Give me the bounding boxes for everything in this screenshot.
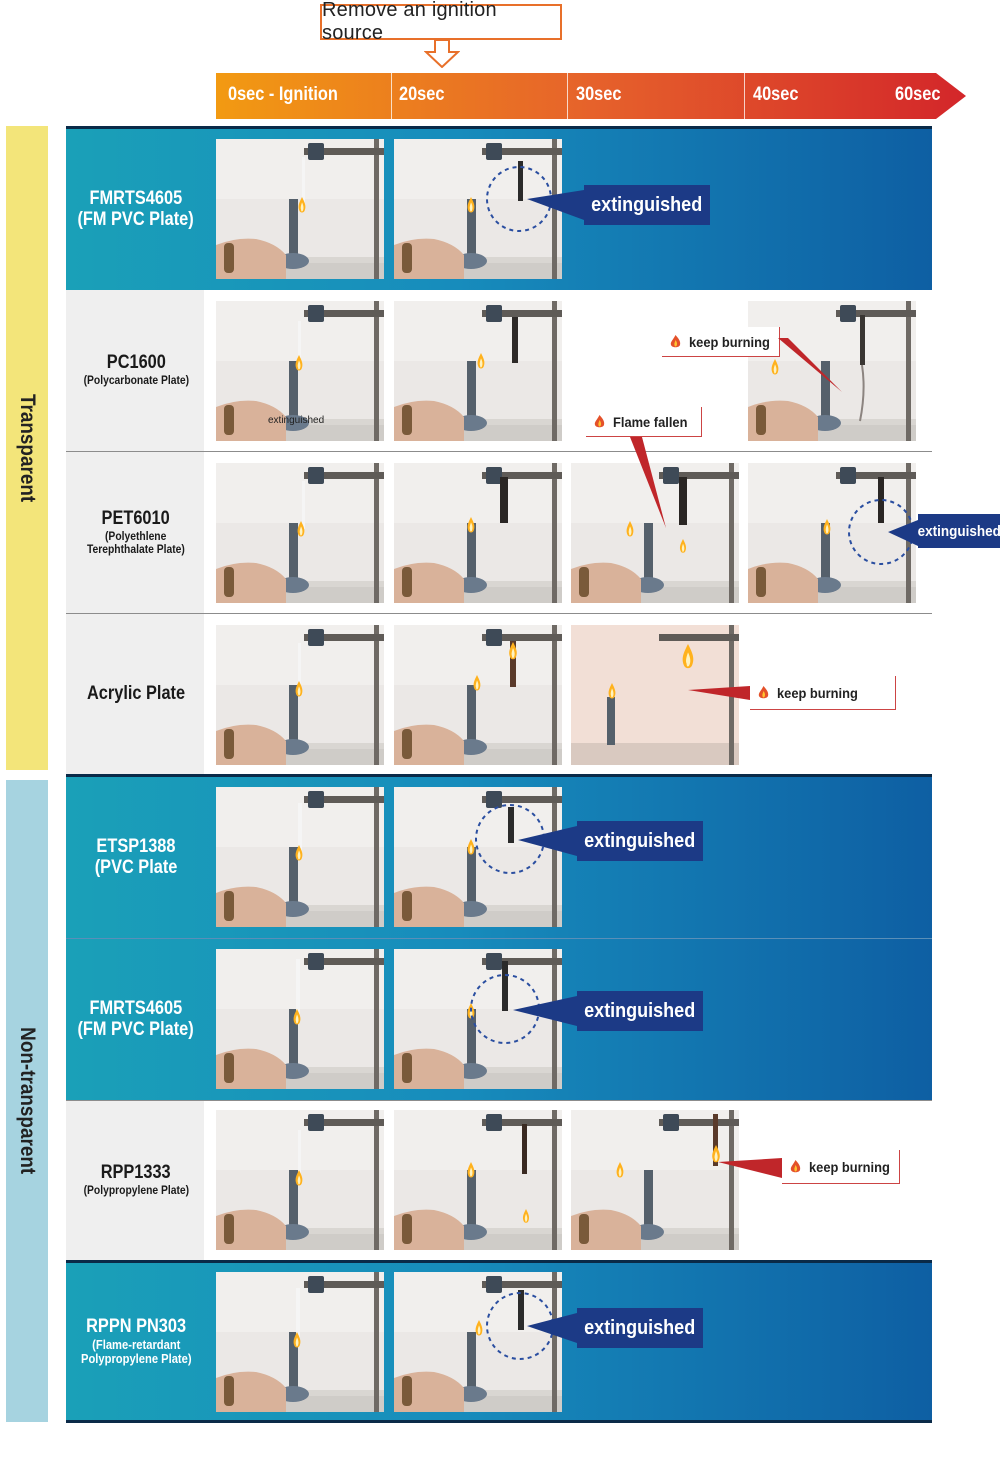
- test-photo: [216, 139, 384, 279]
- down-arrow-icon: [424, 40, 460, 68]
- group-label-non-transparent: Non-transparent: [16, 1027, 39, 1175]
- material-name: RPPN PN303 (Flame-retardant Polypropylen…: [66, 1263, 206, 1420]
- test-photo: [394, 1110, 562, 1250]
- material-code: Acrylic Plate: [86, 682, 186, 704]
- test-photo: [571, 463, 739, 603]
- material-type: (FM PVC Plate): [77, 208, 195, 230]
- group-band-transparent: Transparent: [6, 126, 48, 770]
- material-type: (Polyethlene: [105, 528, 167, 543]
- test-photo: [748, 463, 916, 603]
- test-photo: [216, 787, 384, 927]
- material-type-line2: Terephthalate Plate): [87, 541, 185, 556]
- callout-keep-burning: keep burning: [782, 1150, 900, 1184]
- material-type: (Polycarbonate Plate): [83, 373, 189, 388]
- material-type: (PVC Plate: [94, 856, 178, 878]
- test-photo: [394, 625, 562, 765]
- timeline-label-20sec: 20sec: [399, 84, 445, 105]
- material-code: RPP1333: [101, 1162, 171, 1184]
- result-text: extinguished: [584, 1316, 696, 1339]
- test-photo: [216, 1110, 384, 1250]
- material-type: (Polypropylene Plate): [83, 1183, 189, 1198]
- material-name: FMRTS4605 (FM PVC Plate): [66, 129, 206, 290]
- timeline-bar: 0sec - Ignition 20sec 30sec 40sec 60sec: [216, 73, 966, 119]
- test-photo: [394, 301, 562, 441]
- test-photo: [571, 1110, 739, 1250]
- result-extinguished-label: extinguished: [577, 821, 703, 861]
- callout-text: keep burning: [809, 1158, 890, 1175]
- material-code: FMRTS4605: [89, 997, 183, 1019]
- test-photo: [571, 625, 739, 765]
- test-photo: [216, 625, 384, 765]
- timeline-label-0sec: 0sec - Ignition: [228, 84, 338, 105]
- callout-text: keep burning: [777, 684, 858, 701]
- material-name: RPP1333 (Polypropylene Plate): [66, 1101, 206, 1260]
- fire-icon: [758, 686, 769, 700]
- result-text: extinguished: [917, 522, 1000, 540]
- test-photo: [216, 463, 384, 603]
- material-type: (FM PVC Plate): [77, 1018, 195, 1040]
- material-code: ETSP1388: [96, 835, 176, 857]
- material-code: PC1600: [106, 352, 166, 374]
- material-name: PC1600 (Polycarbonate Plate): [66, 290, 206, 451]
- result-extinguished-label: extinguished: [577, 1308, 703, 1348]
- material-code: FMRTS4605: [89, 187, 183, 209]
- group-band-non-transparent: Non-transparent: [6, 780, 48, 1422]
- test-photo: [394, 1272, 562, 1412]
- material-code: PET6010: [101, 507, 171, 529]
- timeline-divider: [744, 73, 745, 119]
- material-type: (Flame-retardant: [91, 1336, 181, 1352]
- timeline-divider: [391, 73, 392, 119]
- timeline-arrow-shape: [216, 73, 966, 119]
- result-text: extinguished: [584, 999, 696, 1022]
- callout-flame-fallen: Flame fallen: [586, 407, 702, 437]
- material-name: FMRTS4605 (FM PVC Plate): [66, 939, 206, 1100]
- result-extinguished-label: extinguished: [917, 514, 1000, 548]
- result-text: extinguished: [584, 829, 696, 852]
- photo-caption: extinguished: [268, 415, 325, 426]
- timeline-label-60sec: 60sec: [895, 84, 941, 105]
- test-photo: [394, 949, 562, 1089]
- fire-icon: [594, 415, 605, 429]
- timeline-divider: [567, 73, 568, 119]
- callout-keep-burning: keep burning: [662, 327, 780, 357]
- callout-text: Flame fallen: [613, 413, 688, 430]
- group-label-transparent: Transparent: [16, 393, 39, 503]
- result-text: extinguished: [591, 193, 703, 216]
- test-photo: [394, 787, 562, 927]
- remove-ignition-source-text: Remove an ignition source: [322, 0, 497, 44]
- test-photo: [216, 949, 384, 1089]
- test-photo: [748, 301, 916, 441]
- material-name: PET6010 (Polyethlene Terephthalate Plate…: [66, 452, 206, 613]
- test-photo: [216, 1272, 384, 1412]
- test-photo: extinguished: [216, 301, 384, 441]
- result-extinguished-label: extinguished: [577, 991, 703, 1031]
- timeline-label-30sec: 30sec: [576, 84, 622, 105]
- callout-keep-burning: keep burning: [750, 676, 896, 710]
- material-name: ETSP1388 (PVC Plate: [66, 777, 206, 938]
- material-name: Acrylic Plate: [66, 614, 206, 774]
- test-photo: [394, 463, 562, 603]
- result-extinguished-label: extinguished: [584, 185, 710, 225]
- test-photo: [394, 139, 562, 279]
- fire-icon: [790, 1160, 801, 1174]
- material-type-line2: Polypropylene Plate): [80, 1350, 192, 1366]
- callout-text: keep burning: [689, 333, 770, 350]
- material-code: RPPN PN303: [86, 1315, 186, 1337]
- fire-icon: [670, 335, 681, 349]
- timeline-label-40sec: 40sec: [753, 84, 799, 105]
- remove-ignition-source-label: Remove an ignition source: [320, 0, 562, 44]
